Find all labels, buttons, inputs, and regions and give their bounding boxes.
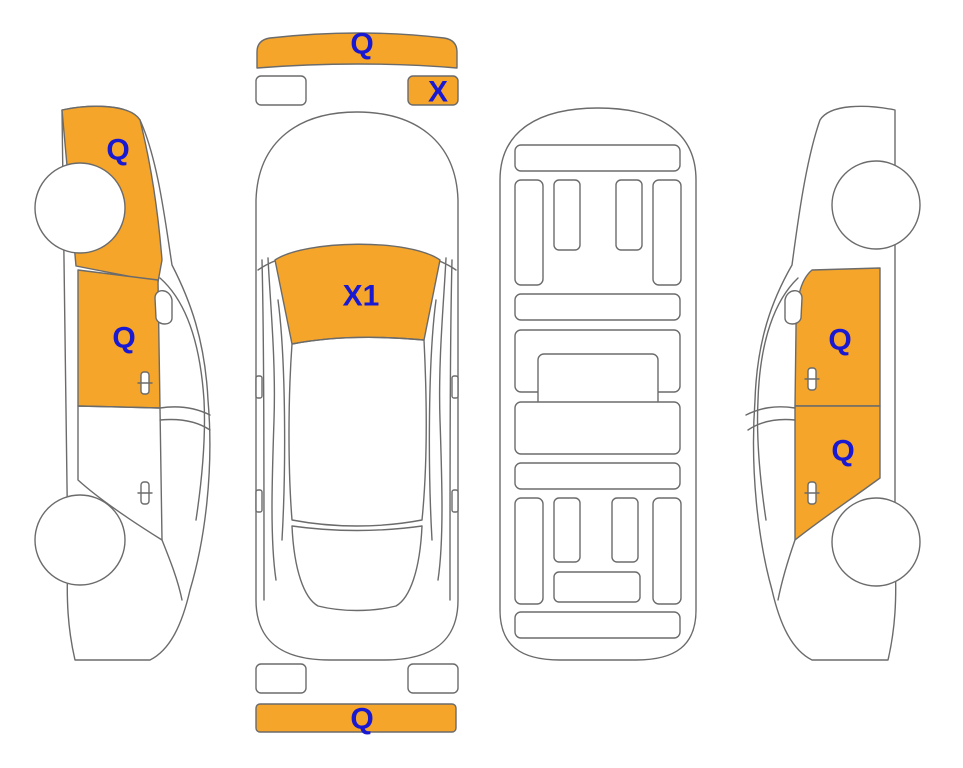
front-parts: Q X (255, 28, 459, 109)
left-mirror[interactable] (154, 290, 173, 325)
underside-rear-bench (553, 571, 641, 603)
front-left-headlight-part[interactable] (255, 75, 307, 106)
rear-right-taillight-part[interactable] (407, 663, 459, 694)
rear-bumper-part[interactable] (255, 703, 457, 733)
underside-rear-right-seat (611, 497, 639, 563)
underside-front-right-rail (652, 179, 682, 286)
underside-front-left-seat (553, 179, 581, 251)
left-front-wheel[interactable] (34, 162, 126, 254)
top-left-handle (255, 489, 263, 513)
right-window-line-2 (745, 406, 796, 416)
top-right-handle (451, 489, 459, 513)
left-lower-line (161, 539, 183, 601)
right-front-wheel[interactable] (831, 160, 921, 250)
top-left-side-line (261, 259, 265, 601)
left-window-line-2 (159, 406, 211, 416)
right-front-door-label: Q (828, 324, 851, 357)
right-front-handle (804, 367, 820, 391)
underside-front-right-seat (615, 179, 643, 251)
rear-parts: Q (255, 663, 459, 736)
right-window-line (756, 277, 799, 521)
front-bumper-label: Q (350, 28, 373, 61)
car-left-side-view: Q Q (34, 105, 211, 661)
top-right-door-curve (428, 299, 437, 541)
top-left-door-curve (277, 299, 286, 541)
front-right-headlight-part[interactable] (407, 75, 459, 106)
underside-rear-right-rail (652, 497, 682, 605)
left-rear-wheel[interactable] (34, 494, 126, 586)
windshield-label: X1 (343, 280, 380, 313)
top-body-outline[interactable] (255, 111, 459, 661)
top-roof[interactable] (288, 336, 427, 527)
top-left-apillar (267, 257, 277, 581)
right-rear-door-part[interactable] (794, 405, 881, 541)
right-lower-line (777, 539, 796, 601)
rear-left-taillight-part[interactable] (255, 663, 307, 694)
right-mirror[interactable] (784, 290, 803, 325)
top-right-apillar (437, 257, 447, 581)
car-right-side-view: Q Q (745, 105, 921, 661)
top-rear-window[interactable] (291, 525, 423, 612)
underside-cross-bar-1 (514, 293, 681, 321)
front-bumper-part[interactable] (256, 32, 458, 69)
right-door-line (747, 418, 796, 431)
underside-rear-left-seat (553, 497, 581, 563)
right-rear-handle (804, 481, 820, 505)
front-right-headlight-label: X (428, 76, 448, 109)
right-rear-wheel[interactable] (831, 497, 921, 587)
left-front-door-label: Q (112, 322, 135, 355)
left-front-handle (137, 371, 153, 395)
top-right-mirror (451, 375, 459, 399)
left-rear-handle (137, 481, 153, 505)
car-top-view: X1 (255, 111, 459, 661)
left-door-line (159, 418, 211, 431)
car-underside-view (499, 107, 697, 661)
underside-front-bar (514, 144, 681, 172)
left-window-line (159, 277, 206, 521)
underside-cross-bar-2 (514, 462, 681, 490)
top-right-side-line (449, 259, 453, 601)
rear-bumper-label: Q (350, 703, 373, 736)
underside-mid-frame-2 (514, 401, 681, 455)
underside-rear-left-rail (514, 497, 544, 605)
underside-rear-bar (514, 611, 681, 639)
underside-front-left-rail (514, 179, 544, 286)
left-front-fender-label: Q (106, 134, 129, 167)
top-left-mirror (255, 375, 263, 399)
right-rear-door-label: Q (831, 435, 854, 468)
